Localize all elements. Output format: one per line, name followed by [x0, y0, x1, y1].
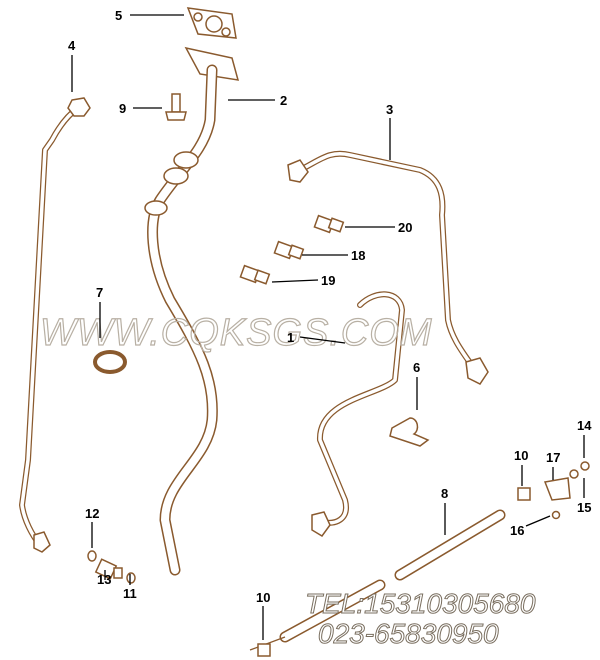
callout-8: 8 — [441, 486, 448, 501]
callout-4: 4 — [68, 38, 76, 53]
callout-19: 19 — [321, 273, 335, 288]
part-10-clamp-upper — [517, 487, 531, 501]
callout-5: 5 — [115, 8, 122, 23]
contact-tel: TEL:15310305680 — [305, 588, 536, 619]
part-14-oring — [580, 461, 590, 471]
callout-9: 9 — [119, 101, 126, 116]
part-4-tube — [19, 97, 91, 553]
part-10-clamp-lower — [257, 643, 271, 657]
callout-17: 17 — [546, 450, 560, 465]
callout-10-lower: 10 — [256, 590, 270, 605]
callout-7: 7 — [96, 285, 103, 300]
callout-1: 1 — [287, 330, 294, 345]
callout-14: 14 — [577, 418, 592, 433]
part-18-fitting — [273, 240, 305, 260]
leader-lines — [71, 14, 585, 640]
part-9-bolt — [165, 93, 187, 121]
callout-20: 20 — [398, 220, 412, 235]
part-20-fitting — [313, 214, 345, 234]
part-2-pipe — [144, 46, 240, 576]
part-3-tube — [287, 150, 489, 385]
callout-2: 2 — [280, 93, 287, 108]
callout-labels: 5 4 9 2 3 20 18 19 7 1 6 10 17 14 15 16 … — [68, 8, 592, 605]
callout-3: 3 — [386, 102, 393, 117]
callout-16: 16 — [510, 523, 524, 538]
callout-12: 12 — [85, 506, 99, 521]
callout-13: 13 — [97, 572, 111, 587]
part-11-oring — [126, 572, 136, 584]
part-5-gasket — [186, 7, 237, 39]
contact-phone: 023-65830950 — [318, 618, 499, 649]
callout-11: 11 — [123, 586, 137, 601]
part-12-oring — [87, 550, 97, 562]
part-6-clip — [389, 417, 430, 447]
part-19-fitting — [239, 264, 271, 285]
callout-10-upper: 10 — [514, 448, 528, 463]
part-13-fitting — [94, 558, 123, 580]
callout-6: 6 — [413, 360, 420, 375]
callout-15: 15 — [577, 500, 591, 515]
part-7-seal — [93, 350, 127, 374]
part-1-tube — [311, 291, 405, 537]
callout-18: 18 — [351, 248, 365, 263]
part-17-elbow — [543, 469, 579, 501]
part-16-oring — [551, 510, 561, 520]
watermark-text: WWW.CQKSGS.COM — [40, 312, 433, 354]
